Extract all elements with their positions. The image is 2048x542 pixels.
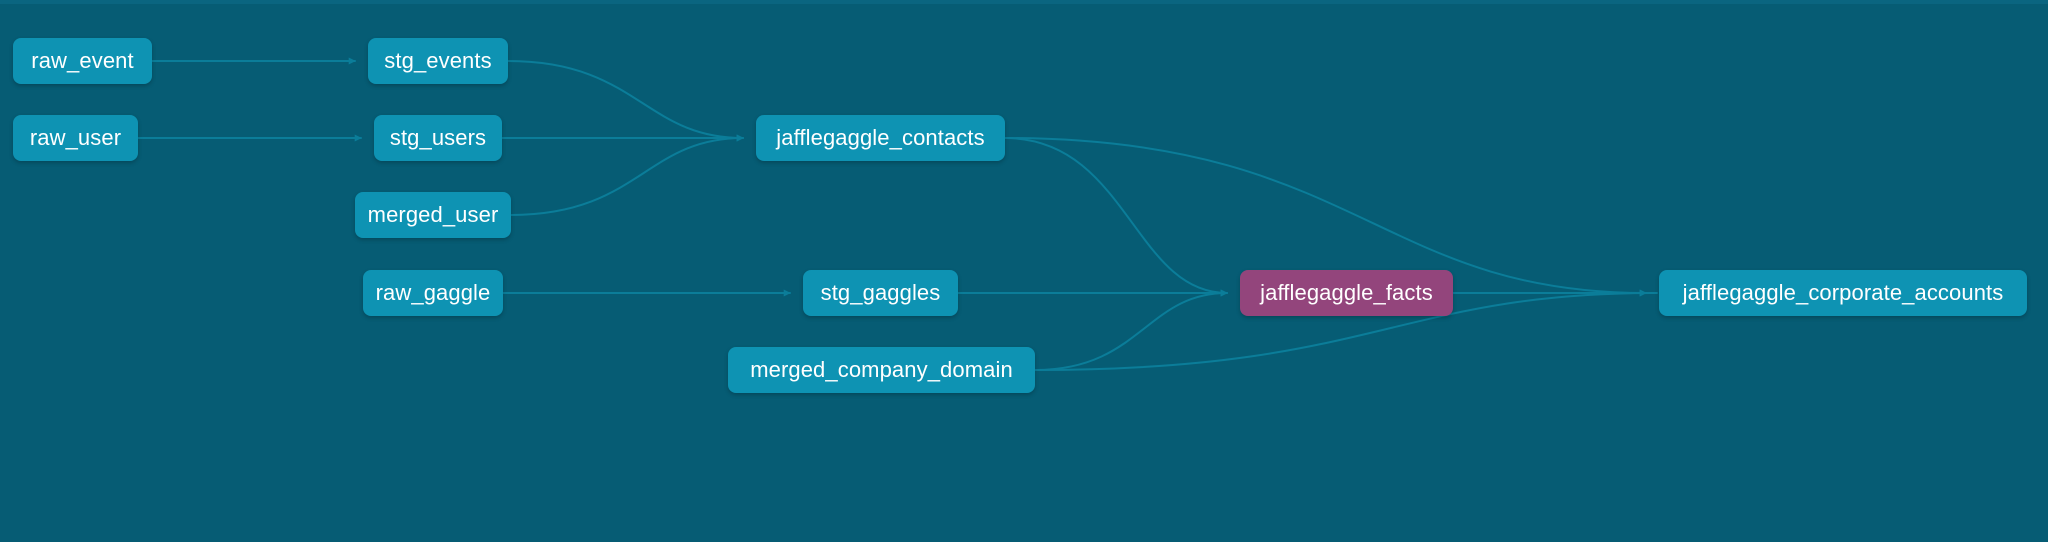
- graph-node-label: stg_events: [384, 48, 492, 73]
- graph-node-label: raw_gaggle: [375, 280, 491, 305]
- graph-node-merged_company_domain[interactable]: merged_company_domain: [728, 347, 1035, 393]
- graph-node-label: jafflegaggle_facts: [1260, 280, 1433, 305]
- graph-node-label: merged_company_domain: [750, 357, 1013, 382]
- graph-node-label: jafflegaggle_corporate_accounts: [1682, 280, 2004, 305]
- graph-edge-merged_company_domain-to-jafflegaggle_facts: [1034, 289, 1228, 371]
- graph-edge-jafflegaggle_contacts-to-jafflegaggle_facts: [1004, 137, 1228, 297]
- graph-edge-merged_user-to-jafflegaggle_contacts: [510, 134, 744, 216]
- graph-node-label: raw_user: [29, 125, 122, 150]
- graph-node-label: stg_gaggles: [820, 280, 941, 305]
- graph-edge-stg_events-to-jafflegaggle_contacts: [507, 60, 744, 142]
- graph-node-jafflegaggle_facts[interactable]: jafflegaggle_facts: [1240, 270, 1453, 316]
- graph-node-raw_gaggle[interactable]: raw_gaggle: [363, 270, 503, 316]
- graph-node-stg_events[interactable]: stg_events: [368, 38, 508, 84]
- graph-node-merged_user[interactable]: merged_user: [355, 192, 511, 238]
- graph-node-label: merged_user: [367, 202, 499, 227]
- graph-edge-jafflegaggle_contacts-to-jafflegaggle_corporate_accounts: [1004, 137, 1647, 297]
- graph-node-raw_event[interactable]: raw_event: [13, 38, 152, 84]
- graph-node-stg_users[interactable]: stg_users: [374, 115, 502, 161]
- graph-node-stg_gaggles[interactable]: stg_gaggles: [803, 270, 958, 316]
- graph-node-label: stg_users: [389, 125, 487, 150]
- graph-node-jafflegaggle_contacts[interactable]: jafflegaggle_contacts: [756, 115, 1005, 161]
- graph-edge-merged_company_domain-to-jafflegaggle_corporate_accounts: [1034, 292, 1658, 371]
- graph-node-label: raw_event: [31, 48, 134, 73]
- graph-node-jafflegaggle_corporate_accounts[interactable]: jafflegaggle_corporate_accounts: [1659, 270, 2027, 316]
- graph-node-raw_user[interactable]: raw_user: [13, 115, 138, 161]
- graph-node-label: jafflegaggle_contacts: [776, 125, 985, 150]
